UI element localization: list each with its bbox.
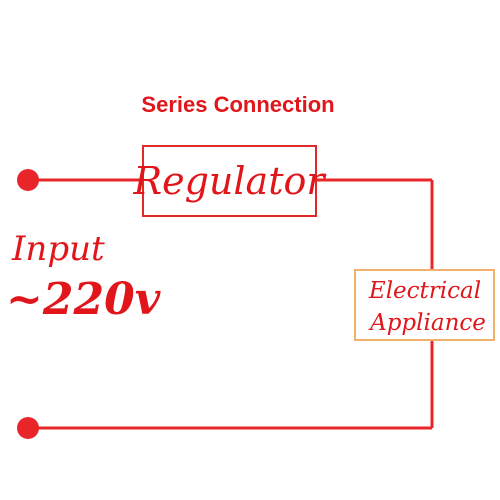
appliance-box — [354, 269, 495, 341]
input-label: Input — [11, 229, 105, 269]
regulator-box — [142, 145, 317, 217]
appliance-label-line2: Appliance — [368, 310, 486, 336]
voltage-label: ~220v — [6, 274, 161, 325]
appliance-label-line1: Electrical — [368, 278, 481, 304]
input-terminal-bottom — [17, 417, 39, 439]
appliance-component: Electrical Appliance — [354, 269, 495, 341]
diagram-title: Series Connection — [141, 92, 334, 117]
regulator-component: Regulator — [132, 145, 327, 217]
input-terminal-top — [17, 169, 39, 191]
regulator-label: Regulator — [132, 159, 327, 203]
wires — [28, 178, 434, 430]
